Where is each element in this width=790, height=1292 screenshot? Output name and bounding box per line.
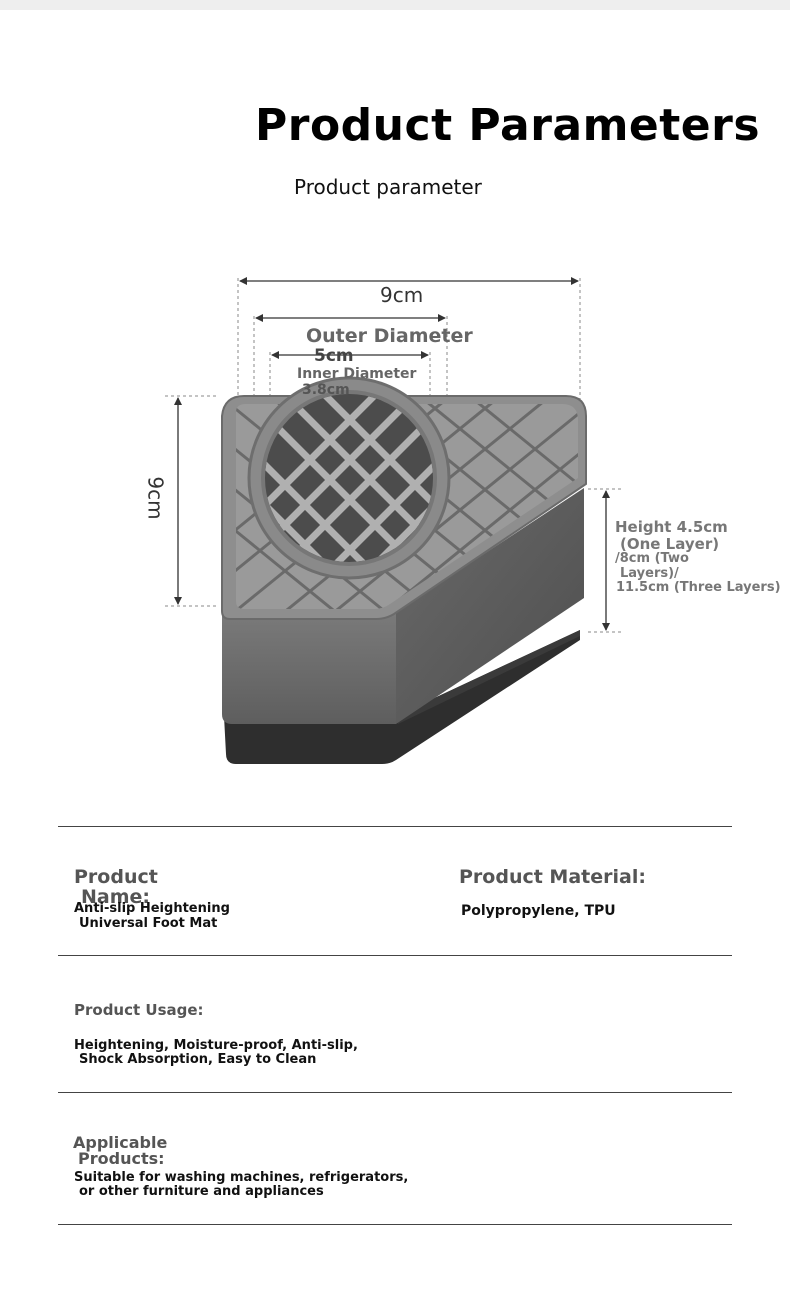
applicable-products-key-2: Products: xyxy=(78,1149,165,1168)
height-label-line-1: Height 4.5cm xyxy=(615,518,728,536)
product-usage-value-1: Heightening, Moisture-proof, Anti-slip, xyxy=(74,1038,358,1053)
divider xyxy=(58,1092,732,1093)
top-bar xyxy=(0,0,790,10)
page-subtitle: Product parameter xyxy=(294,175,482,199)
outer-diameter-label: Outer Diameter xyxy=(306,325,473,347)
applicable-products-key-1: Applicable xyxy=(73,1133,168,1152)
height-label-line-5: 11.5cm (Three Layers) xyxy=(616,580,781,595)
height-label-line-3: /8cm (Two xyxy=(615,551,689,566)
product-name-value-2: Universal Foot Mat xyxy=(79,916,218,931)
width-side-label: 9cm xyxy=(143,476,168,520)
divider xyxy=(58,826,732,827)
product-diagram xyxy=(165,277,622,764)
outer-diameter-value: 5cm xyxy=(314,346,354,366)
divider xyxy=(58,955,732,956)
product-name-value-1: Anti-slip Heightening xyxy=(74,901,230,916)
applicable-products-value-2: or other furniture and appliances xyxy=(79,1184,324,1199)
page-title: Product Parameters xyxy=(255,100,761,151)
product-usage-key: Product Usage: xyxy=(74,1001,204,1019)
applicable-products-value-1: Suitable for washing machines, refrigera… xyxy=(74,1170,409,1185)
height-label-line-4: Layers)/ xyxy=(620,566,679,581)
divider xyxy=(58,1224,732,1225)
product-name-key-2: Name: xyxy=(81,886,151,908)
width-top-label: 9cm xyxy=(380,283,424,307)
product-material-key: Product Material: xyxy=(459,866,646,888)
product-name-key-1: Product xyxy=(74,866,158,888)
product-usage-value-2: Shock Absorption, Easy to Clean xyxy=(79,1052,317,1067)
product-material-value: Polypropylene, TPU xyxy=(461,903,616,919)
inner-diameter-value: 3.8cm xyxy=(302,382,350,398)
height-label-line-2: (One Layer) xyxy=(620,535,720,553)
inner-diameter-label: Inner Diameter xyxy=(297,366,417,382)
